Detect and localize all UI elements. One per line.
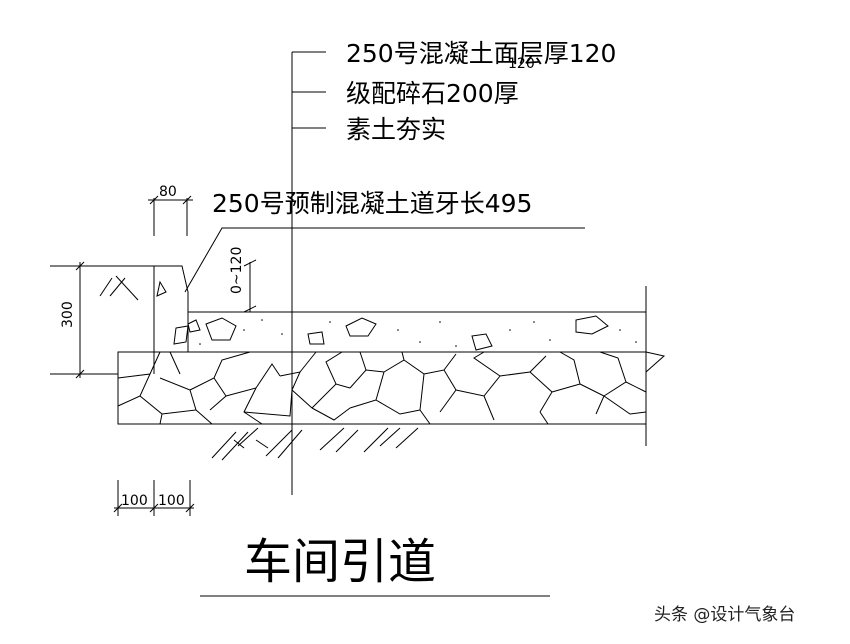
dim-curb-gap: 0~120 [229,247,245,294]
label-gravel-layer: 级配碎石200厚 [346,79,519,108]
drawing-title: 车间引道 [244,534,436,590]
label-soil-layer: 素土夯实 [346,115,446,144]
dim-base-right: 100 [158,493,185,509]
dim-curb-width: 80 [159,184,177,200]
curb-stone [154,265,189,352]
watermark: 头条 @设计气象台 [654,605,795,625]
label-overlap-number: 120 [508,56,535,72]
dim-base-left: 100 [121,493,148,509]
label-curb: 250号预制混凝土道牙长495 [212,189,532,218]
curb-leader-line [184,227,585,293]
concrete-aggregate-dots [199,319,637,347]
dim-height: 300 [60,301,76,328]
label-surface-layer: 250号混凝土面层厚120 [346,39,616,68]
